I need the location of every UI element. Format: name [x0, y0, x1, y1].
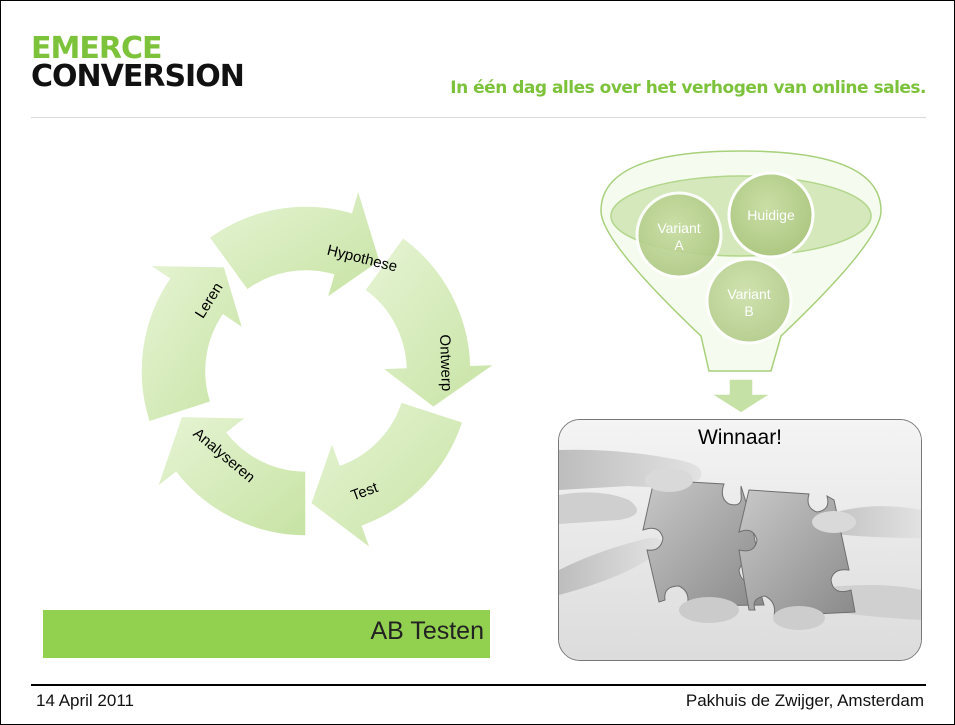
variant-a-label-1: Variant	[657, 220, 700, 236]
logo-line-emerce: EMERCE	[31, 31, 162, 66]
logo-line-conversion: CONVERSION	[31, 58, 245, 94]
cycle-diagram: Hypothese Ontwerp Test Analyseren Leren	[140, 186, 498, 551]
cycle-arrow-hypothese	[207, 186, 381, 300]
cycle-arrow-ontwerp	[363, 236, 498, 409]
footer-divider	[31, 684, 926, 686]
variant-b-label-2: B	[744, 303, 753, 319]
variant-a-circle	[635, 191, 723, 279]
cycle-label-ontwerp: Ontwerp	[436, 334, 455, 391]
variant-b-label-1: Variant	[727, 286, 770, 302]
emerce-conversion-logo: EMERCE CONVERSION	[31, 31, 245, 94]
cycle-arrow-leren	[140, 264, 245, 423]
huidige-circle	[727, 171, 815, 259]
cycle-arrow-analyseren	[155, 415, 307, 537]
funnel-diagram: Variant A Huidige Variant B	[600, 150, 882, 414]
cycle-arrow-test	[309, 400, 464, 551]
footer-location: Pakhuis de Zwijger, Amsterdam	[685, 691, 924, 710]
ab-testen-title-bar: AB Testen	[43, 610, 490, 658]
variant-a-label-2: A	[674, 237, 684, 253]
down-arrow-icon	[708, 378, 774, 414]
puzzle-pieces-image	[559, 420, 921, 660]
huidige-label: Huidige	[747, 207, 795, 223]
winner-label: Winnaar!	[697, 426, 783, 449]
footer-date: 14 April 2011	[36, 691, 134, 710]
winner-box: Winnaar!	[558, 419, 922, 661]
ab-testen-label: AB Testen	[370, 617, 484, 645]
tagline: In één dag alles over het verhogen van o…	[450, 78, 926, 98]
header-divider	[31, 117, 926, 118]
variant-b-circle	[705, 257, 793, 345]
